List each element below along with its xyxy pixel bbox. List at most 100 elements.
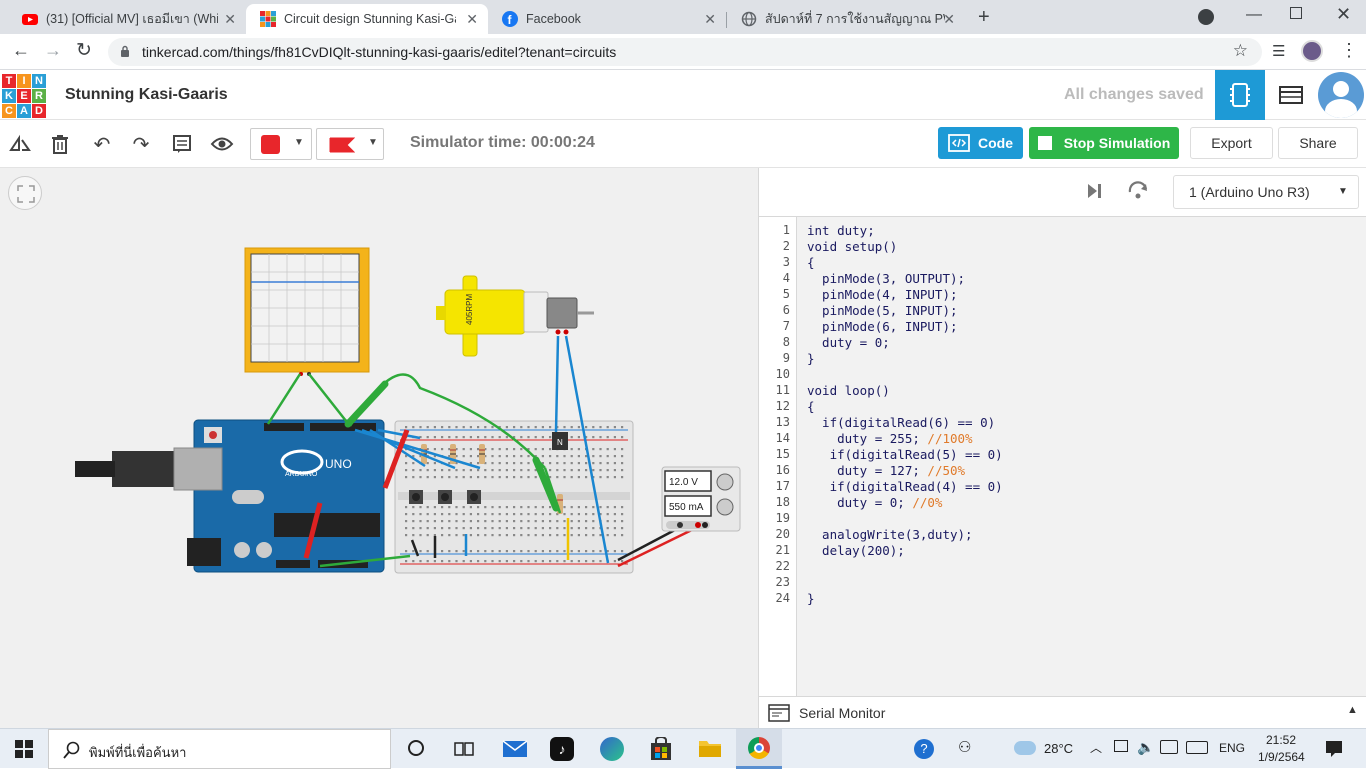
tinkercad-logo[interactable]: T I N K E R C A D — [2, 74, 46, 118]
code-line[interactable]: pinMode(5, INPUT); — [807, 303, 958, 318]
clock-date[interactable]: 1/9/2564 — [1258, 750, 1305, 764]
code-line[interactable]: if(digitalRead(6) == 0) — [807, 415, 996, 430]
export-button[interactable]: Export — [1190, 127, 1273, 159]
code-line[interactable]: { — [807, 399, 815, 414]
cortana-icon[interactable] — [408, 740, 424, 756]
circuit-canvas[interactable]: 405RPM UNO ARDUINO — [0, 168, 758, 728]
code-line[interactable]: void setup() — [807, 239, 898, 254]
code-line[interactable]: duty = 127; //50% — [807, 463, 966, 478]
undo-icon[interactable]: ↶ — [93, 133, 111, 156]
code-line[interactable]: pinMode(3, OUTPUT); — [807, 271, 966, 286]
oscilloscope[interactable] — [244, 247, 370, 376]
battery-icon[interactable] — [1160, 740, 1178, 754]
user-avatar[interactable] — [1318, 72, 1364, 118]
keyboard-icon[interactable] — [1186, 741, 1208, 754]
breadboard-hole — [520, 560, 523, 563]
taskbar-chrome-active[interactable] — [736, 729, 782, 769]
help-icon[interactable]: ? — [914, 739, 934, 759]
code-line[interactable]: } — [807, 591, 815, 606]
pushbutton[interactable] — [409, 490, 423, 504]
language-indicator[interactable]: ENG — [1219, 741, 1246, 755]
resistor[interactable] — [479, 444, 485, 464]
store-icon[interactable] — [650, 737, 672, 761]
taskbar-search-box[interactable]: พิมพ์ที่นี่เพื่อค้นหา — [48, 729, 391, 769]
component-list-button[interactable] — [1266, 70, 1316, 120]
breadboard-hole — [520, 436, 523, 439]
people-icon[interactable]: ⚇ — [958, 739, 972, 756]
dc-motor[interactable]: 405RPM — [436, 275, 594, 357]
arduino-uno-board[interactable]: UNO ARDUINO — [75, 419, 385, 573]
code-line[interactable]: } — [807, 351, 815, 366]
tiktok-icon[interactable]: ♪ — [550, 737, 574, 761]
edge-icon[interactable] — [600, 737, 624, 761]
tab-facebook[interactable]: f Facebook ✕ — [488, 4, 726, 34]
chevron-up-icon[interactable]: ▲ — [1347, 704, 1358, 716]
reload-icon[interactable]: ↻ — [76, 40, 92, 61]
bookmark-star-icon[interactable]: ☆ — [1232, 41, 1248, 60]
serial-monitor-bar[interactable]: Serial Monitor ▲ — [759, 696, 1366, 728]
tab-tinkercad[interactable]: Circuit design Stunning Kasi-Gaa ✕ — [246, 4, 488, 34]
task-view-icon[interactable] — [454, 740, 474, 758]
new-tab-button[interactable]: + — [978, 6, 990, 28]
maximize-icon[interactable] — [1290, 7, 1302, 19]
visibility-icon[interactable] — [208, 130, 236, 158]
share-button[interactable]: Share — [1278, 127, 1358, 159]
pushbutton[interactable] — [467, 490, 481, 504]
code-line[interactable]: if(digitalRead(4) == 0) — [807, 479, 1003, 494]
code-line[interactable]: duty = 0; //0% — [807, 495, 943, 510]
code-line[interactable]: void loop() — [807, 383, 890, 398]
volume-icon[interactable]: 🔈 — [1137, 739, 1155, 755]
notification-icon[interactable] — [1325, 740, 1343, 758]
code-line[interactable]: duty = 0; — [807, 335, 890, 350]
npn-transistor[interactable]: N — [552, 432, 568, 450]
close-window-icon[interactable]: ✕ — [1336, 4, 1352, 24]
code-line[interactable]: int duty; — [807, 223, 875, 238]
power-supply[interactable]: 12.0 V 550 mA — [661, 466, 741, 532]
profile-avatar[interactable] — [1301, 40, 1323, 62]
circuit-view-button[interactable] — [1215, 70, 1265, 120]
tab-search-icon[interactable] — [1198, 9, 1214, 25]
code-line[interactable]: if(digitalRead(5) == 0) — [807, 447, 1003, 462]
close-tab-icon[interactable]: ✕ — [704, 11, 716, 27]
pushbutton[interactable] — [438, 490, 452, 504]
close-tab-icon[interactable]: ✕ — [466, 11, 478, 27]
rotate-icon[interactable] — [6, 130, 34, 158]
windows-start-icon[interactable] — [15, 740, 33, 758]
forward-icon[interactable]: → — [44, 40, 62, 60]
wire-color-picker[interactable]: ▼ — [250, 128, 312, 160]
close-tab-icon[interactable]: ✕ — [943, 11, 955, 27]
code-line[interactable]: { — [807, 255, 815, 270]
more-menu-icon[interactable]: ⋮ — [1340, 40, 1358, 60]
fit-view-button[interactable] — [8, 176, 42, 210]
notes-icon[interactable] — [168, 130, 196, 158]
clock-time[interactable]: 21:52 — [1266, 733, 1297, 747]
wire-type-picker[interactable]: ▼ — [316, 128, 384, 160]
delete-icon[interactable] — [46, 130, 74, 158]
minimize-icon[interactable]: — — [1246, 6, 1262, 23]
weather-temperature[interactable]: 28°C — [1044, 741, 1074, 756]
stop-simulation-button[interactable]: Stop Simulation — [1029, 127, 1179, 159]
redo-icon[interactable]: ↷ — [132, 133, 150, 156]
close-tab-icon[interactable]: ✕ — [224, 11, 236, 27]
chevron-up-icon[interactable]: ︿ — [1090, 741, 1103, 755]
omnibox[interactable]: tinkercad.com/things/fh81CvDIQlt-stunnin… — [108, 38, 1262, 66]
step-icon[interactable] — [1085, 182, 1103, 200]
code-line[interactable]: analogWrite(3,duty); — [807, 527, 973, 542]
tab-youtube[interactable]: (31) [Official MV] เธอมีเขา (White ✕ — [8, 4, 246, 34]
tab-pwm[interactable]: สัปดาห์ที่ 7 การใช้งานสัญญาณ PWM ✕ — [727, 4, 965, 34]
debug-icon[interactable] — [1127, 180, 1149, 202]
code-button[interactable]: Code — [938, 127, 1023, 159]
device-selector[interactable]: 1 (Arduino Uno R3) ▼ — [1173, 175, 1359, 209]
file-explorer-icon[interactable] — [698, 738, 722, 758]
code-line[interactable]: pinMode(6, INPUT); — [807, 319, 958, 334]
weather-icon[interactable] — [1014, 741, 1036, 755]
code-line[interactable]: duty = 255; //100% — [807, 431, 973, 446]
code-line[interactable]: pinMode(4, INPUT); — [807, 287, 958, 302]
code-line[interactable]: delay(200); — [807, 543, 905, 558]
back-icon[interactable]: ← — [12, 40, 30, 60]
project-title[interactable]: Stunning Kasi-Gaaris — [65, 86, 228, 103]
network-icon[interactable] — [1114, 740, 1128, 752]
media-icon[interactable]: ☰ — [1272, 43, 1286, 60]
mail-icon[interactable] — [502, 739, 528, 759]
